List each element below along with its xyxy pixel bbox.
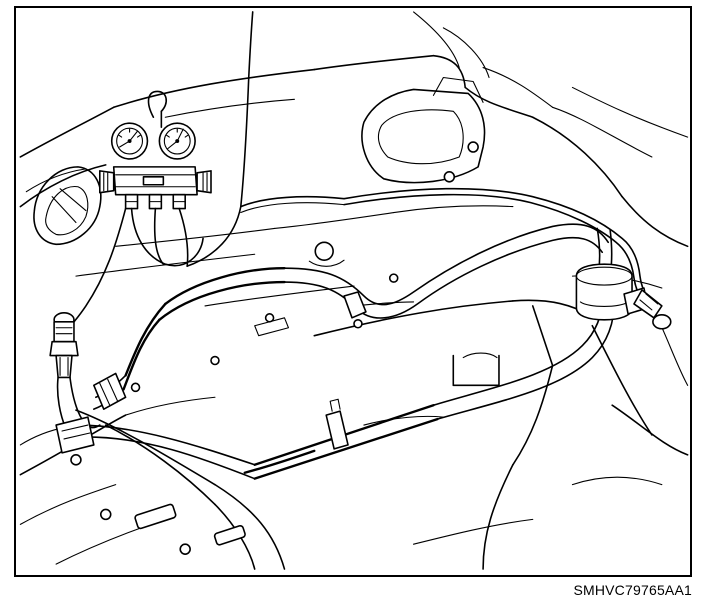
engine-bay-illustration <box>19 11 689 570</box>
high-side-service-coupler <box>623 287 672 330</box>
manifold-block <box>98 166 212 210</box>
flex-hose <box>124 302 167 377</box>
low-pressure-gauge <box>110 122 149 160</box>
high-pressure-gauge <box>158 122 196 160</box>
gauge-hook <box>147 90 167 119</box>
body-structure <box>19 11 689 570</box>
hose-to-top <box>186 11 254 267</box>
high-side-valve-knob <box>196 170 212 194</box>
figure-code: SMHVC79765AA1 <box>573 582 692 598</box>
refrigerant-lines <box>75 223 616 480</box>
manifold-gauge-set <box>67 11 653 331</box>
service-hose-center <box>130 207 204 267</box>
high-side-hose <box>239 195 345 208</box>
liquid-line-clamp <box>325 410 349 450</box>
suction-line <box>164 266 286 306</box>
low-side-hose <box>67 207 127 331</box>
low-side-valve-knob <box>98 170 115 194</box>
liquid-line <box>75 424 256 466</box>
receiver-drier <box>575 263 672 330</box>
line-clamp <box>343 291 367 319</box>
low-side-service-coupler <box>49 312 101 454</box>
diagram-frame <box>14 6 692 577</box>
